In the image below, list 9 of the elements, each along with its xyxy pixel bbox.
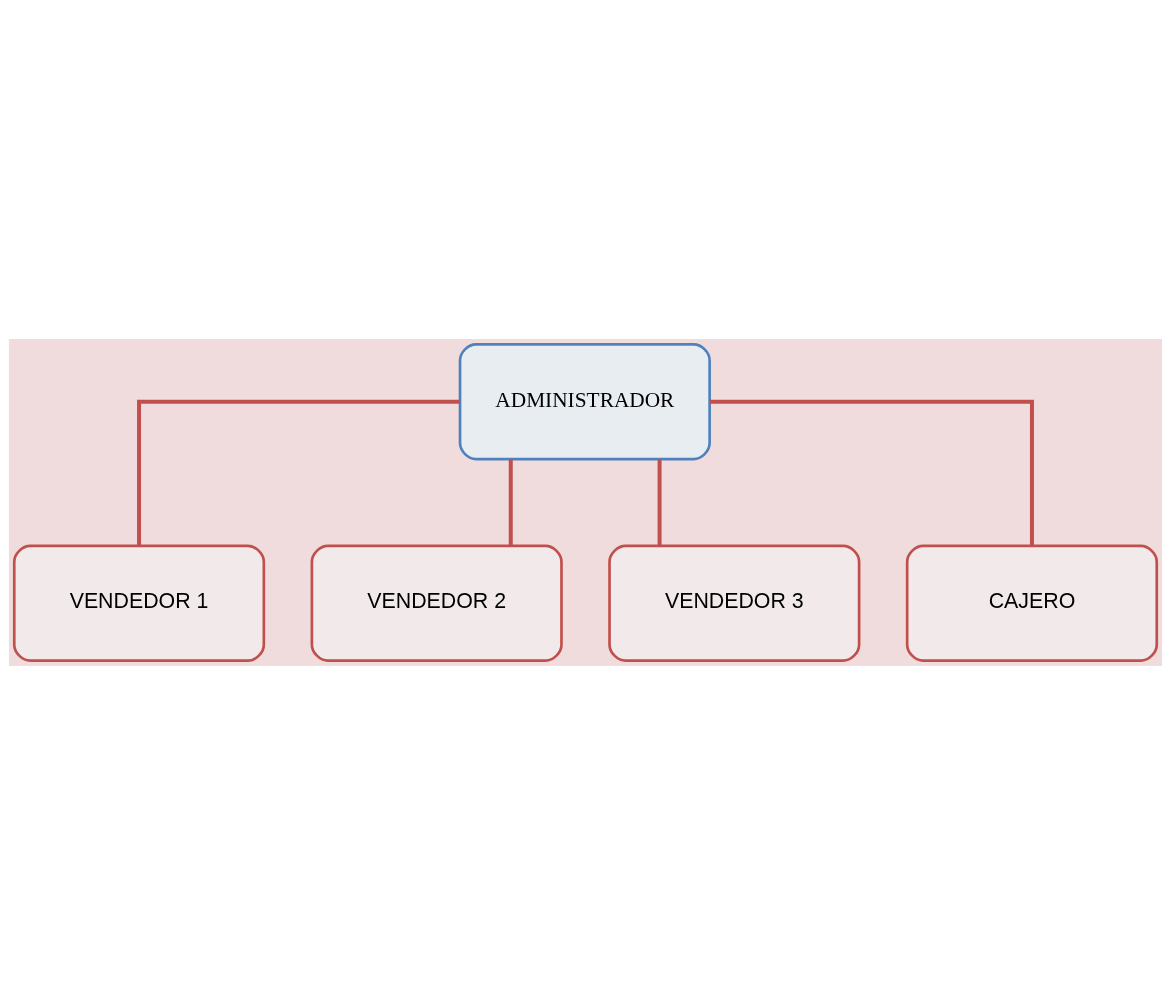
node-box: VENDEDOR 3 xyxy=(608,544,861,662)
node-box: VENDEDOR 2 xyxy=(310,544,563,662)
node-box: ADMINISTRADOR xyxy=(458,343,711,461)
connector xyxy=(709,399,1034,546)
connector xyxy=(137,399,460,546)
node-box: CAJERO xyxy=(905,544,1159,662)
node-box: VENDEDOR 1 xyxy=(12,544,266,662)
connector xyxy=(508,459,513,546)
connector xyxy=(657,459,662,546)
